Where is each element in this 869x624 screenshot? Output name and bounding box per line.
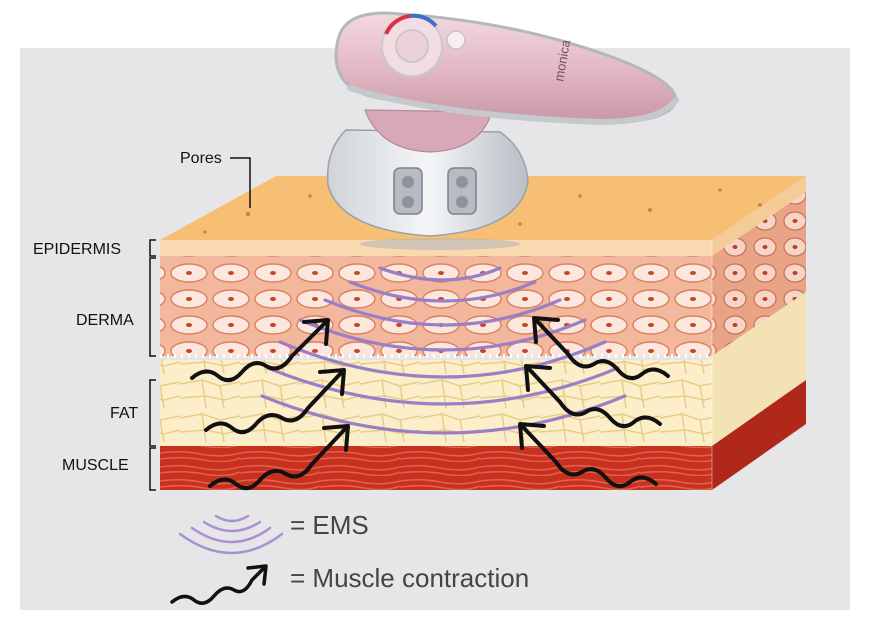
bracket-fat — [149, 379, 156, 447]
arrow-right-1 — [532, 316, 670, 381]
ems-device: monica — [326, 11, 679, 250]
arrow-left-2 — [204, 368, 346, 435]
arrow-left-1 — [190, 318, 330, 383]
control-dial — [381, 13, 466, 77]
bracket-muscle — [149, 447, 156, 491]
bracket-derma — [149, 257, 156, 357]
arrow-left-3 — [208, 424, 350, 491]
arrow-right-3 — [518, 422, 658, 489]
pores-leader-line — [230, 157, 251, 208]
legend-ems-text: = EMS — [290, 510, 369, 540]
device-glass-head — [326, 129, 529, 237]
label-fat: FAT — [110, 405, 138, 422]
electrodes — [393, 167, 477, 215]
bracket-epidermis — [149, 239, 156, 257]
epidermis-side — [712, 176, 806, 256]
legend-contraction-text: = Muscle contraction — [290, 563, 529, 593]
ems-wave-icon — [178, 514, 284, 555]
pores-dots — [203, 188, 762, 234]
contraction-arrows — [190, 316, 670, 491]
label-derma: DERMA — [76, 312, 134, 329]
label-pores: Pores — [180, 150, 222, 167]
label-epidermis: EPIDERMIS — [33, 241, 121, 258]
muscle-layer — [160, 446, 712, 490]
muscle-side — [712, 380, 806, 490]
wavy-arrow-icon — [170, 564, 268, 605]
fat-side — [712, 292, 806, 446]
arrow-right-2 — [524, 364, 662, 429]
layer-labels: Pores EPIDERMIS DERMA FAT MUSCLE — [33, 150, 251, 491]
legend: = EMS = Muscle contraction — [170, 510, 529, 605]
derma-layer — [160, 256, 712, 356]
device-brand-text: monica — [551, 38, 573, 83]
label-muscle: MUSCLE — [62, 457, 129, 474]
derma-side — [712, 192, 806, 356]
